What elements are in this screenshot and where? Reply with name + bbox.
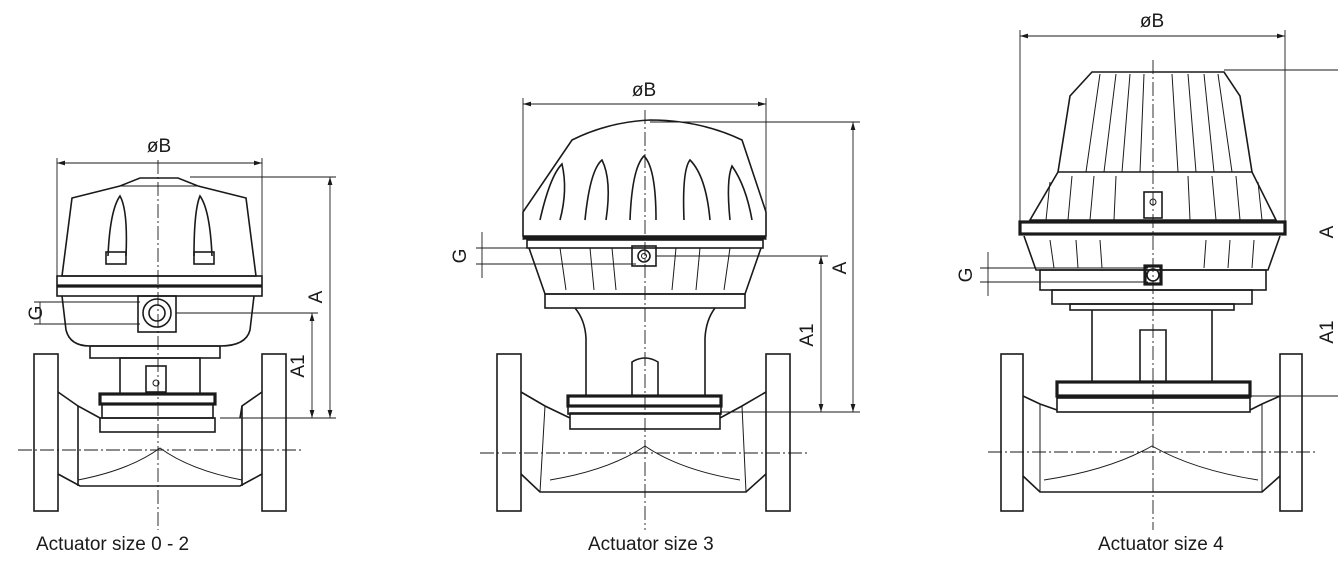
dimension-height-to-port: A1: [1250, 320, 1338, 397]
dim-label-port: G: [26, 306, 47, 321]
actuator-housing: [1018, 71, 1287, 291]
dimension-height: A: [650, 121, 860, 413]
caption-size-3: Actuator size 3: [588, 534, 714, 555]
drawing-size-0-2: øB A A1 G: [18, 136, 336, 530]
caption-size-0-2: Actuator size 0 - 2: [36, 534, 190, 555]
dimension-port: G: [26, 301, 140, 325]
dimension-height-to-port: A1: [656, 255, 828, 412]
caption-size-4: Actuator size 4: [1098, 534, 1224, 555]
dimension-height-to-port: A1: [176, 312, 318, 418]
dim-label-height: A: [306, 290, 327, 303]
dimension-diameter: øB: [1019, 11, 1286, 222]
dimension-port: G: [956, 252, 1148, 296]
dim-label-height-to-port: A1: [797, 323, 818, 346]
dim-label-port: G: [450, 249, 471, 264]
actuator-housing: [56, 177, 263, 347]
dim-label-diameter: øB: [632, 80, 656, 101]
valve-body: [33, 353, 287, 512]
dimension-diameter: øB: [56, 136, 263, 290]
valve-body: [496, 353, 791, 512]
drawing-size-3: øB A A1 G: [450, 80, 860, 530]
dim-label-height: A: [830, 261, 851, 274]
dim-label-port: G: [956, 268, 977, 283]
dimension-height: A: [1224, 69, 1338, 238]
drawing-size-4: øB A A1 G: [956, 11, 1338, 530]
valve-body: [1000, 353, 1303, 512]
dim-label-height-to-port: A1: [288, 354, 309, 377]
dim-label-height: A: [1317, 225, 1338, 238]
dim-label-diameter: øB: [147, 136, 171, 157]
actuator-yoke: [1051, 289, 1253, 398]
dim-label-diameter: øB: [1140, 11, 1164, 32]
dimension-height: A: [190, 176, 336, 419]
dimension-port: G: [450, 232, 636, 278]
dim-label-height-to-port: A1: [1317, 320, 1338, 343]
actuator-yoke: [89, 345, 221, 419]
actuator-housing: [522, 119, 767, 295]
